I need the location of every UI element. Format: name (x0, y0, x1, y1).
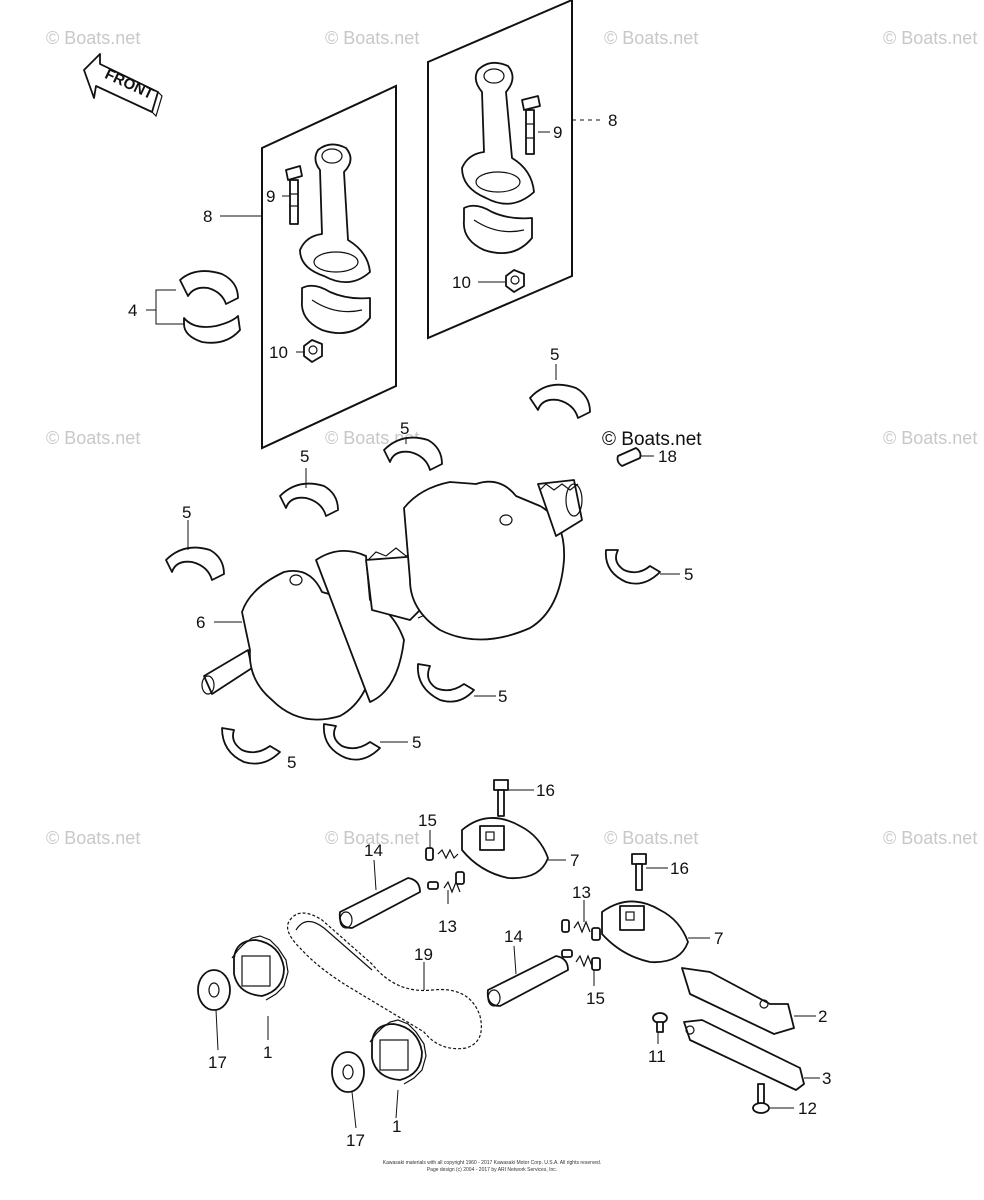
callout-5: 5 (684, 565, 693, 584)
watermark: © Boats.net (46, 428, 140, 448)
page-design-line: Page design (c) 2004 - 2017 by ARI Netwo… (426, 1167, 558, 1173)
sprocket-lower-icon (369, 1019, 427, 1085)
callout-13: 13 (438, 917, 457, 936)
callout-7: 7 (714, 929, 723, 948)
conrod-nut-right-icon (505, 269, 525, 293)
callout-15: 15 (418, 811, 437, 830)
connecting-rod-left (299, 143, 371, 334)
balancer-chain-icon (287, 912, 482, 1050)
callout-7: 7 (570, 851, 579, 870)
balancer-shaft-upper-icon (338, 877, 421, 929)
conrod-bearing-insert-icon (179, 270, 241, 344)
conrod-assembly-box-right (427, 0, 573, 340)
callout-5: 5 (550, 345, 559, 364)
bolt-16-lower-icon (631, 853, 647, 891)
watermark: © Boats.net (883, 28, 977, 48)
crankshaft (201, 479, 583, 721)
leader-lines (146, 119, 820, 1129)
callout-16: 16 (670, 859, 689, 878)
watermark: © Boats.net (46, 28, 140, 48)
main-bearing-shell-icon (165, 383, 661, 765)
callout-18: 18 (658, 447, 677, 466)
callout-10: 10 (269, 343, 288, 362)
chain-guide-icon (681, 967, 795, 1035)
callout-1: 1 (263, 1043, 272, 1062)
callout-8: 8 (203, 207, 212, 226)
watermark: © Boats.net (883, 428, 977, 448)
washer-lower-icon (331, 1051, 365, 1093)
bolt-16-upper-icon (493, 779, 509, 817)
sprocket-upper-icon (231, 935, 289, 1001)
spring-plunger-upper-icon (425, 847, 465, 894)
callout-14: 14 (504, 927, 523, 946)
guide-bracket-icon (683, 1019, 805, 1091)
callout-10: 10 (452, 273, 471, 292)
connecting-rod-right (461, 61, 535, 254)
callout-5: 5 (498, 687, 507, 706)
callout-5: 5 (287, 753, 296, 772)
callout-5: 5 (182, 503, 191, 522)
boats-net-mark: © Boats.net (602, 429, 702, 450)
watermark: © Boats.net (325, 28, 419, 48)
watermark: © Boats.net (604, 828, 698, 848)
callout-5: 5 (300, 447, 309, 466)
callout-9: 9 (266, 187, 275, 206)
watermark-group: © Boats.net © Boats.net © Boats.net © Bo… (46, 28, 977, 848)
conrod-bolt-left-icon (285, 165, 303, 225)
callout-8: 8 (608, 111, 617, 130)
screw-12-icon (752, 1083, 770, 1114)
callout-13: 13 (572, 883, 591, 902)
conrod-bolt-right-icon (521, 95, 541, 155)
callout-5: 5 (400, 419, 409, 438)
watermark: © Boats.net (46, 828, 140, 848)
front-arrow-icon: FRONT (83, 53, 163, 118)
callout-17: 17 (208, 1053, 227, 1072)
callout-14: 14 (364, 841, 383, 860)
callout-1: 1 (392, 1117, 401, 1136)
balancer-weight-lower-icon (601, 900, 689, 964)
conrod-nut-left-icon (303, 339, 323, 363)
callout-17: 17 (346, 1131, 365, 1150)
callout-3: 3 (822, 1069, 831, 1088)
watermark: © Boats.net (883, 828, 977, 848)
screw-11-icon (652, 1012, 668, 1033)
dowel-pin-icon (616, 447, 642, 467)
callout-labels: 8 9 10 4 8 9 10 5 5 5 5 5 5 5 5 18 6 16 … (128, 111, 831, 1150)
callout-4: 4 (128, 301, 137, 320)
washer-upper-icon (197, 969, 231, 1011)
callout-16: 16 (536, 781, 555, 800)
callout-15: 15 (586, 989, 605, 1008)
conrod-assembly-box-left (261, 84, 397, 450)
callout-5: 5 (412, 733, 421, 752)
spring-plunger-lower-icon (561, 919, 601, 971)
callout-2: 2 (818, 1007, 827, 1026)
copyright-line: Kawasaki materials with all copyright 19… (382, 1160, 602, 1166)
callout-9: 9 (553, 123, 562, 142)
watermark: © Boats.net (325, 828, 419, 848)
balancer-shaft-lower-icon (486, 955, 569, 1007)
callout-19: 19 (414, 945, 433, 964)
callout-6: 6 (196, 613, 205, 632)
callout-11: 11 (648, 1047, 666, 1066)
balancer-weight-upper-icon (461, 817, 549, 880)
watermark: © Boats.net (604, 28, 698, 48)
callout-12: 12 (798, 1099, 817, 1118)
